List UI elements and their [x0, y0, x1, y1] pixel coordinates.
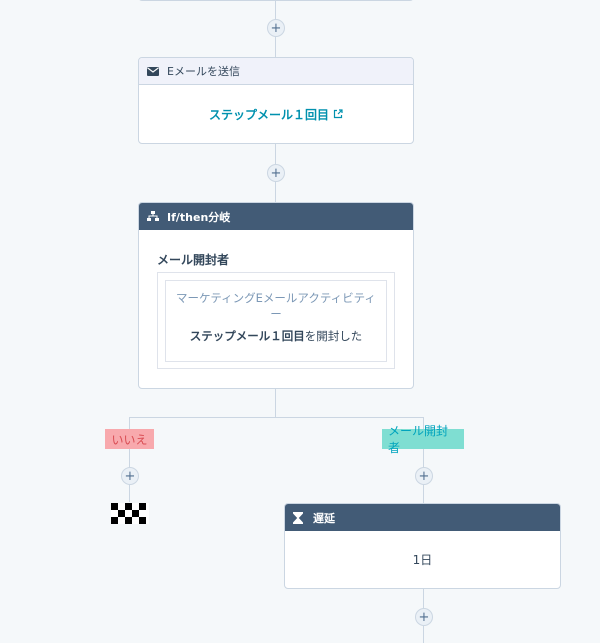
send-email-title: Eメールを送信: [167, 65, 240, 78]
end-flag-icon: [111, 503, 149, 528]
if-then-title: If/then分岐: [167, 210, 231, 224]
delay-duration: 1日: [412, 553, 433, 567]
send-email-header: Eメールを送信: [139, 58, 413, 85]
add-action-button[interactable]: +: [415, 608, 433, 626]
delay-header: 遅延: [285, 504, 560, 531]
filter-category: マーケティングEメールアクティビティー: [176, 291, 376, 321]
connector-line: [275, 388, 276, 418]
add-action-button[interactable]: +: [267, 19, 285, 37]
filter-email-name: ステップメール１回目: [189, 329, 305, 343]
branch-icon: [147, 211, 161, 223]
external-link-icon[interactable]: [333, 109, 343, 119]
if-then-branch-card[interactable]: If/then分岐 メール開封者 マーケティングEメールアクティビティー ステッ…: [138, 202, 414, 389]
filter-condition: ステップメール１回目を開封した: [166, 328, 386, 344]
if-then-header: If/then分岐: [139, 203, 413, 230]
delay-title: 遅延: [313, 511, 335, 525]
filter-inner-box: マーケティングEメールアクティビティー ステップメール１回目を開封した: [165, 280, 387, 362]
branch-criteria-title: メール開封者: [157, 253, 230, 267]
send-email-card[interactable]: Eメールを送信 ステップメール１回目: [138, 57, 414, 144]
filter-outer-box: マーケティングEメールアクティビティー ステップメール１回目を開封した: [157, 272, 395, 369]
envelope-icon: [147, 65, 161, 77]
connector-line: [423, 417, 424, 504]
add-action-button-yes-branch[interactable]: +: [415, 467, 433, 485]
delay-card[interactable]: 遅延 1日: [284, 503, 561, 589]
add-action-button[interactable]: +: [267, 164, 285, 182]
add-action-button-no-branch[interactable]: +: [121, 467, 139, 485]
branch-label-no: いいえ: [105, 429, 154, 449]
filter-suffix: を開封した: [304, 329, 363, 343]
branch-label-yes: メール開封者: [382, 424, 464, 455]
branch-split-line: [129, 417, 424, 418]
previous-action-card[interactable]: [138, 0, 414, 1]
hourglass-icon: [293, 511, 307, 524]
email-link[interactable]: ステップメール１回目: [208, 107, 329, 122]
connector-line: [129, 417, 130, 502]
send-email-body: ステップメール１回目: [139, 85, 413, 143]
